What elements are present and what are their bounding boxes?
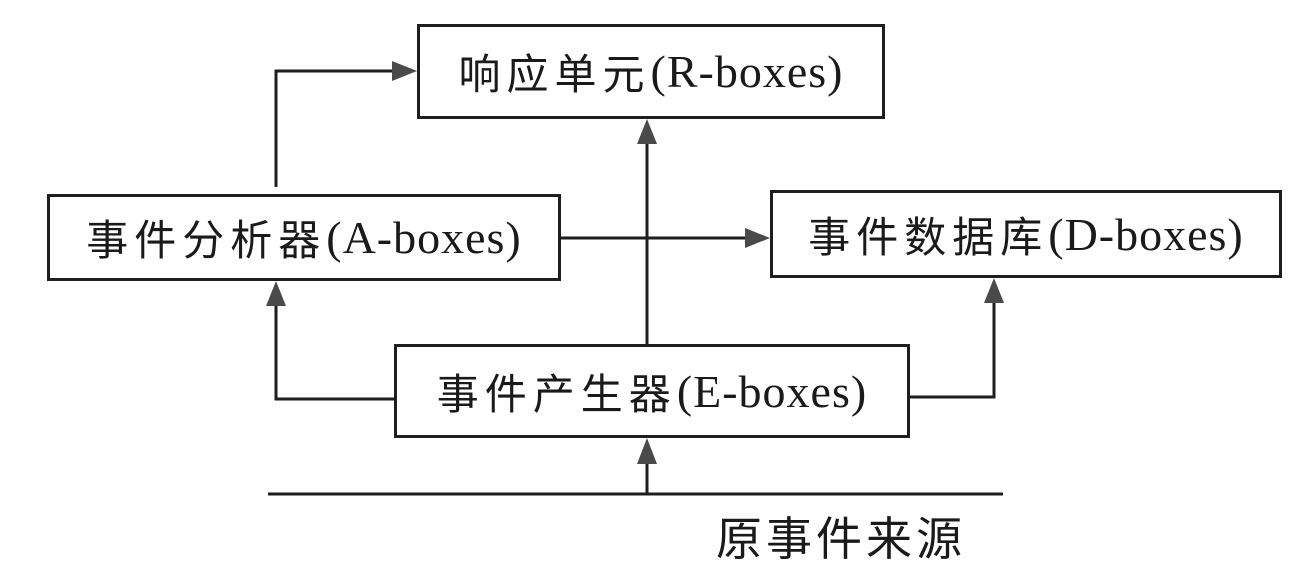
event-generator-label-cjk: 事件产生器 <box>436 369 677 419</box>
arrowhead-a-to-d <box>745 228 770 248</box>
event-analyzer-box: 事件分析器(A-boxes) <box>47 194 561 281</box>
edge-a-to-r <box>274 69 398 187</box>
event-generator-box: 事件产生器(E-boxes) <box>394 344 910 438</box>
event-database-box: 事件数据库(D-boxes) <box>770 190 1282 278</box>
response-unit-label-cjk: 响应单元 <box>458 50 651 99</box>
response-unit-box: 响应单元(R-boxes) <box>417 24 885 119</box>
event-source-label: 原事件来源 <box>716 512 966 566</box>
event-analyzer-label-latin: (A-boxes) <box>326 212 522 263</box>
arrowhead-source-to-e <box>637 438 657 464</box>
edge-e-to-a <box>274 300 394 401</box>
event-generator-label-latin: (E-boxes) <box>676 365 868 417</box>
event-database-label-cjk: 事件数据库 <box>808 212 1049 262</box>
arrowhead-e-to-r <box>637 119 657 144</box>
arrowhead-a-to-r <box>392 61 417 81</box>
event-database-label-latin: (D-boxes) <box>1048 208 1244 260</box>
response-unit-label-latin: (R-boxes) <box>650 46 844 97</box>
arrowhead-e-to-a <box>266 281 286 306</box>
event-analyzer-label-cjk: 事件分析器 <box>86 216 327 265</box>
arrowhead-e-to-d <box>984 278 1004 303</box>
edge-e-to-d <box>910 297 996 399</box>
